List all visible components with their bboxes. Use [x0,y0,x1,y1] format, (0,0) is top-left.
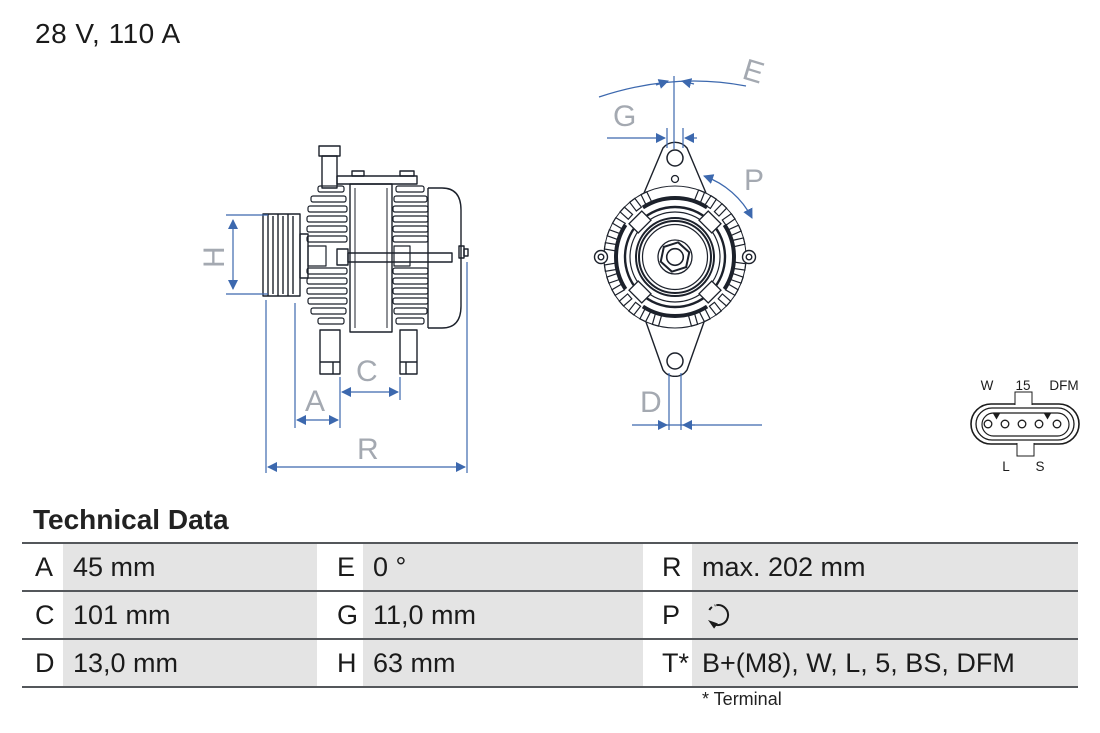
dim-label-c: C [356,355,378,388]
table-row: A 45 mm E 0 ° R max. 202 mm [22,542,1078,590]
front-face [603,185,747,329]
row-label: E [317,544,363,590]
row-value-rotation [692,592,1078,638]
side-view-dimensions [226,214,468,473]
row-value: 11,0 mm [363,592,643,638]
alternator-technical-drawing: H A C R [198,53,1080,474]
dim-label-r: R [357,433,379,466]
top-boss-1 [351,170,365,177]
row-value: B+(M8), W, L, 5, BS, DFM [692,640,1078,686]
mounting-lug-top [318,145,341,189]
side-tabs [593,249,757,265]
side-view-drawing [262,145,469,375]
row-label: T* [643,640,692,686]
bearing-ring-outer [623,205,727,309]
row-label: P [643,592,692,638]
fan-arc-segments [614,196,736,318]
mounting-feet [319,329,418,375]
technical-data-heading: Technical Data [33,504,229,535]
ring-45 [629,211,721,303]
connector-label-dfm: DFM [1049,378,1078,393]
mounting-ear-top [643,141,707,194]
connector-pins [983,419,1062,429]
connector-keying-notches [993,413,1051,420]
row-value: 0 ° [363,544,643,590]
ring-36 [638,220,712,294]
connector-label-s: S [1035,459,1044,474]
through-bolt [347,252,453,263]
dim-label-h: H [198,246,231,268]
connector-label-l: L [1002,459,1010,474]
front-cooling-fins [306,185,348,325]
dim-label-p: P [744,164,764,197]
dimension-a [294,303,341,428]
top-boss-2 [399,170,415,177]
dimension-c [340,377,401,400]
top-band [336,175,418,185]
table-row: D 13,0 mm H 63 mm T* B+(M8), W, L, 5, BS… [22,638,1078,686]
dimension-h [226,214,268,295]
rotation-direction-icon [708,604,730,629]
row-value: 63 mm [363,640,643,686]
connector-diagram [970,391,1080,457]
ring-39 [635,217,715,297]
pulley [262,213,309,297]
terminal-footnote: * Terminal [702,689,782,709]
row-label: R [643,544,692,590]
dimension-r [265,262,468,473]
page-title: 28 V, 110 A [35,18,181,49]
connector-label-15: 15 [1015,378,1030,393]
row-label: G [317,592,363,638]
through-bolt-head [336,248,349,266]
row-value: 13,0 mm [63,640,317,686]
dimension-g [607,128,697,148]
connector-bottom-tab [1016,443,1035,457]
connector-label-w: W [981,378,994,393]
row-value: max. 202 mm [692,544,1078,590]
rear-cooling-fins [392,185,429,325]
rear-cover [428,187,462,329]
row-label: A [22,544,63,590]
terminal-stud [458,245,469,259]
front-view-dimensions [598,76,762,431]
dim-label-d: D [640,386,662,419]
row-label: D [22,640,63,686]
row-value: 45 mm [63,544,317,590]
stator-section [336,183,453,333]
dim-label-e: E [739,53,768,90]
table-row: C 101 mm G 11,0 mm P [22,590,1078,638]
dim-label-a: A [305,385,325,418]
shaft-hex-nut [657,239,693,275]
dimension-e [598,76,747,149]
ring-32 [641,223,709,291]
connector-top-tab [1014,391,1033,405]
mounting-ear-bottom [645,321,705,377]
front-view-drawing [593,141,757,377]
row-value: 101 mm [63,592,317,638]
dim-label-g: G [613,100,636,133]
technical-data-table: A 45 mm E 0 ° R max. 202 mm C 101 mm G 1… [22,542,1078,688]
row-label: H [317,640,363,686]
rotation-direction-arrow [703,174,753,219]
dimension-d [632,373,762,431]
row-label: C [22,592,63,638]
